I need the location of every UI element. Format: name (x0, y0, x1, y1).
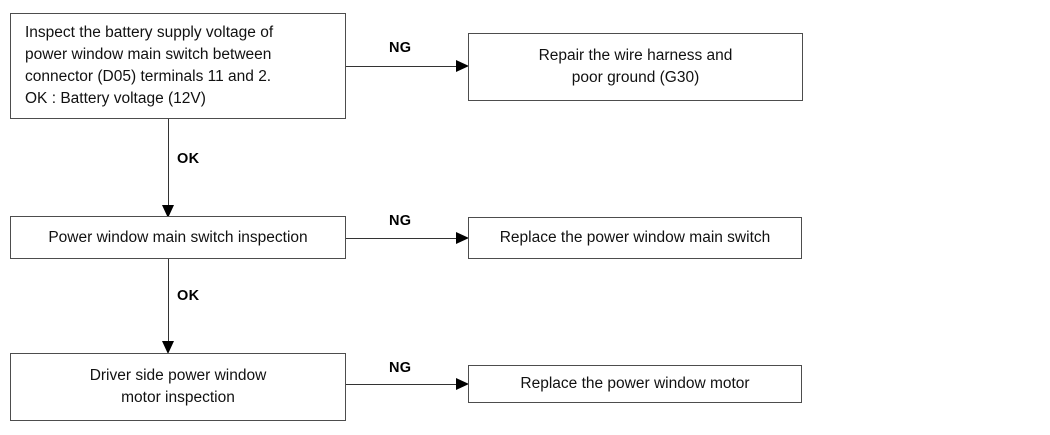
node-main-switch-inspection[interactable]: Power window main switch inspection (10, 216, 346, 259)
node-replace-motor[interactable]: Replace the power window motor (468, 365, 802, 403)
node-repair-wire-harness[interactable]: Repair the wire harness and poor ground … (468, 33, 803, 101)
node-repair-wire-harness-label: Repair the wire harness and poor ground … (538, 47, 733, 86)
edge-label-ng-1: NG (389, 40, 412, 56)
edge-line-ng-1 (346, 66, 458, 67)
arrow-head-ok-2-icon (162, 341, 174, 354)
node-replace-motor-label: Replace the power window motor (520, 375, 750, 392)
node-motor-inspection-label: Driver side power window motor inspectio… (89, 367, 267, 406)
node-inspect-battery-voltage-label: Inspect the battery supply voltage of po… (25, 24, 274, 107)
node-motor-inspection[interactable]: Driver side power window motor inspectio… (10, 353, 346, 421)
edge-line-ng-3 (346, 384, 458, 385)
edge-line-ng-2 (346, 238, 458, 239)
node-inspect-battery-voltage[interactable]: Inspect the battery supply voltage of po… (10, 13, 346, 119)
node-replace-main-switch-label: Replace the power window main switch (499, 229, 771, 246)
arrow-head-ng-3-icon (456, 378, 469, 390)
edge-line-ok-1 (168, 119, 169, 207)
arrow-head-ok-1-icon (162, 205, 174, 218)
edge-label-ok-2: OK (177, 288, 200, 304)
node-replace-main-switch[interactable]: Replace the power window main switch (468, 217, 802, 259)
edge-label-ok-1: OK (177, 151, 200, 167)
arrow-head-ng-2-icon (456, 232, 469, 244)
node-main-switch-inspection-label: Power window main switch inspection (48, 228, 308, 246)
edge-label-ng-3: NG (389, 360, 412, 376)
arrow-head-ng-1-icon (456, 60, 469, 72)
edge-label-ng-2: NG (389, 213, 412, 229)
edge-line-ok-2 (168, 259, 169, 343)
